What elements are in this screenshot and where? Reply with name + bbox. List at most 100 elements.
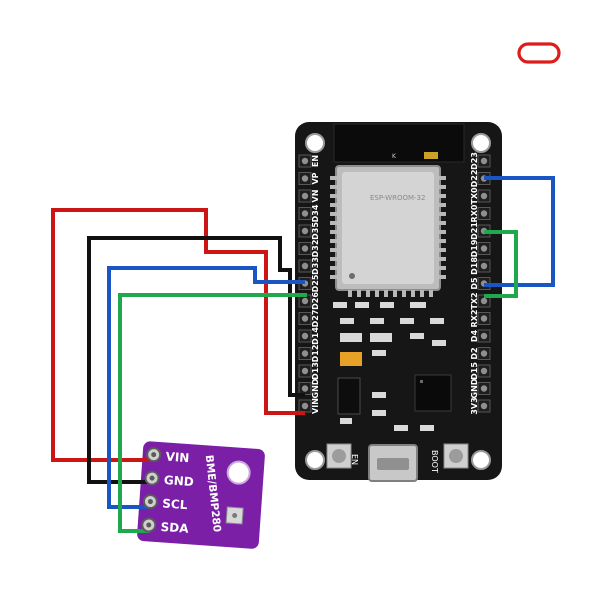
pin-hole (301, 350, 309, 357)
capacitor (340, 352, 362, 366)
sensor-mount-hole (226, 460, 251, 485)
pin-hole (301, 157, 309, 165)
module-pad (366, 290, 370, 297)
boot-button[interactable] (443, 443, 469, 469)
pin-hole (301, 210, 309, 217)
micro-usb-port (368, 444, 418, 482)
module-pad (330, 239, 337, 243)
pin-hole (301, 192, 309, 200)
module-pad (439, 230, 446, 234)
pin-label-d33: D33 (311, 257, 320, 275)
module-pad (330, 275, 337, 279)
module-pad (439, 275, 446, 279)
pin-label-d27: D27 (311, 310, 320, 328)
module-pad (429, 290, 433, 297)
pin-hole (480, 350, 488, 357)
wire-scl-right (484, 176, 555, 287)
mounting-hole (471, 450, 491, 470)
pin-hole (480, 402, 488, 410)
module-pad (330, 248, 337, 252)
pin-label-d15: D15 (470, 362, 479, 380)
pin-hole (301, 367, 309, 375)
pin-label-3v3: 3V3 (470, 397, 479, 414)
module-pad (439, 176, 446, 180)
module-pad (330, 221, 337, 225)
pin-hole (480, 332, 488, 340)
module-pad (439, 257, 446, 261)
module-pad (402, 290, 406, 297)
wire-sda (118, 293, 307, 533)
module-pad (439, 221, 446, 225)
pin-label-d26: D26 (311, 292, 320, 310)
module-pad (330, 176, 337, 180)
pin-label-tx2: TX2 (470, 292, 479, 309)
pin-label-d35: D35 (311, 222, 320, 240)
module-pad (330, 257, 337, 261)
wire-vin (51, 208, 305, 462)
brand-logo-icon (517, 42, 561, 64)
pin-hole (480, 385, 488, 392)
pin-label-vin: VIN (311, 398, 320, 414)
sensor-pin-label-gnd: GND (163, 473, 194, 489)
module-pad (393, 290, 397, 297)
pin-label-d21: D21 (470, 222, 479, 240)
pin-label-tx0: TX0 (470, 187, 479, 205)
module-pad (330, 266, 337, 270)
en-button[interactable] (326, 443, 352, 469)
module-mark: K (392, 153, 397, 160)
wire-gnd (87, 236, 305, 484)
esp32-board: K ESP-WROOM-32 EN (295, 122, 502, 482)
usb-chip (414, 374, 452, 412)
module-pad (384, 290, 388, 297)
pin-label-vn: VN (311, 190, 320, 203)
module-pad (330, 185, 337, 189)
usb-chip-dot (420, 380, 423, 383)
pin-label-d25: D25 (311, 274, 320, 292)
module-pad (330, 194, 337, 198)
pin-label-d23: D23 (470, 152, 479, 170)
pin-hole (480, 315, 488, 322)
module-pad (375, 290, 379, 297)
pin-label-d4: D4 (470, 329, 479, 342)
pin-hole (480, 297, 488, 305)
pin-label-en: EN (311, 155, 320, 167)
module-pad (439, 203, 446, 207)
module-pad (420, 290, 424, 297)
pin-label-d32: D32 (311, 240, 320, 258)
wire-scl (107, 266, 305, 509)
wires (51, 176, 555, 533)
module-pad (439, 266, 446, 270)
module-pad (439, 248, 446, 252)
pin-hole (480, 367, 488, 375)
sensor-pin-hole (149, 475, 155, 481)
pin-hole (480, 262, 488, 270)
pin-hole (480, 192, 488, 200)
pin-label-vp: VP (311, 172, 320, 184)
mounting-hole (305, 133, 325, 153)
sensor-pin-hole (147, 499, 153, 505)
antenna-area (333, 123, 465, 163)
pin-hole (301, 297, 309, 305)
pin-hole (480, 245, 488, 252)
voltage-regulator (337, 377, 361, 415)
sensor-pin-hole (146, 522, 152, 528)
pin-hole (301, 315, 309, 322)
en-button-label: EN (350, 454, 359, 465)
module-pad (439, 185, 446, 189)
module-pad (411, 290, 415, 297)
pin-label-d34: D34 (311, 204, 320, 222)
pin-label-d22: D22 (470, 170, 479, 188)
sensor-pin-label-vin: VIN (165, 450, 190, 466)
pin-label-d2: D2 (470, 347, 479, 359)
sensor-pin-label-scl: SCL (162, 496, 188, 512)
boot-button-label: BOOT (430, 450, 439, 473)
module-pad (330, 212, 337, 216)
wire-sda-right (484, 230, 518, 298)
pin-label-d19: D19 (470, 239, 479, 257)
antenna-pad (424, 152, 438, 159)
module-print: ESP-WROOM-32 (370, 194, 425, 202)
pin-label-d14: D14 (311, 327, 320, 345)
module-dot (349, 273, 355, 279)
